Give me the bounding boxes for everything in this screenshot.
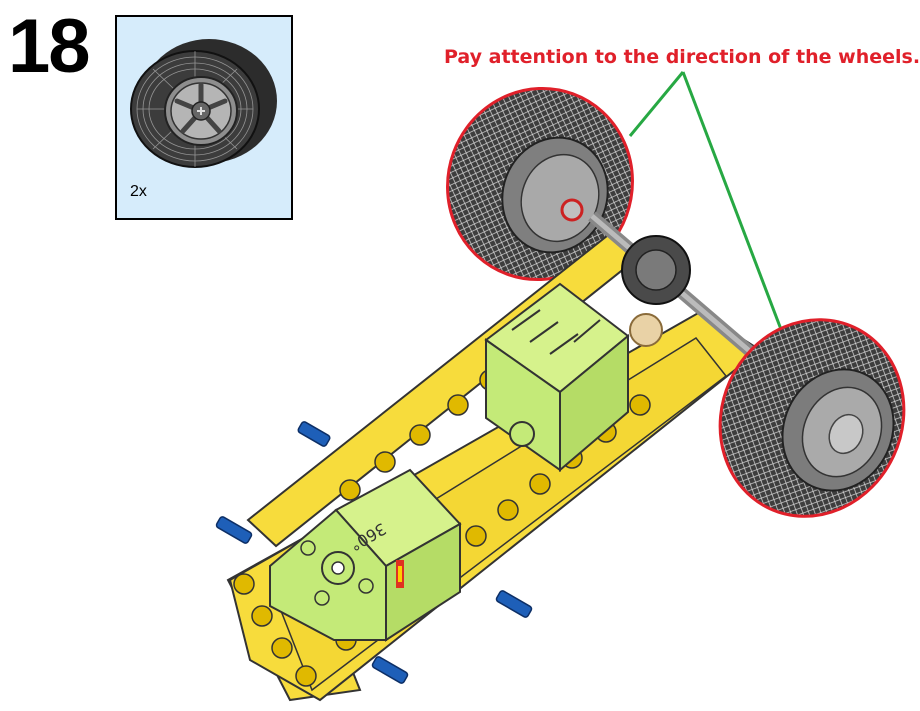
drive-axle xyxy=(588,211,764,365)
parts-callout: 2x xyxy=(115,15,293,220)
front-motor: 360° xyxy=(269,468,462,642)
connector-pegs xyxy=(215,421,533,684)
rear-left-wheel xyxy=(446,86,634,282)
bevel-gear-icon xyxy=(629,313,663,347)
rear-motor xyxy=(484,282,630,473)
step-number: 18 xyxy=(8,4,91,89)
rear-right-wheel xyxy=(718,318,906,518)
wheel-icon xyxy=(130,39,277,168)
wheel-direction-note: Pay attention to the direction of the wh… xyxy=(444,46,920,68)
chassis-frame xyxy=(226,230,762,702)
annotation-leader-lines xyxy=(628,71,784,333)
part-quantity: 2x xyxy=(130,183,147,200)
